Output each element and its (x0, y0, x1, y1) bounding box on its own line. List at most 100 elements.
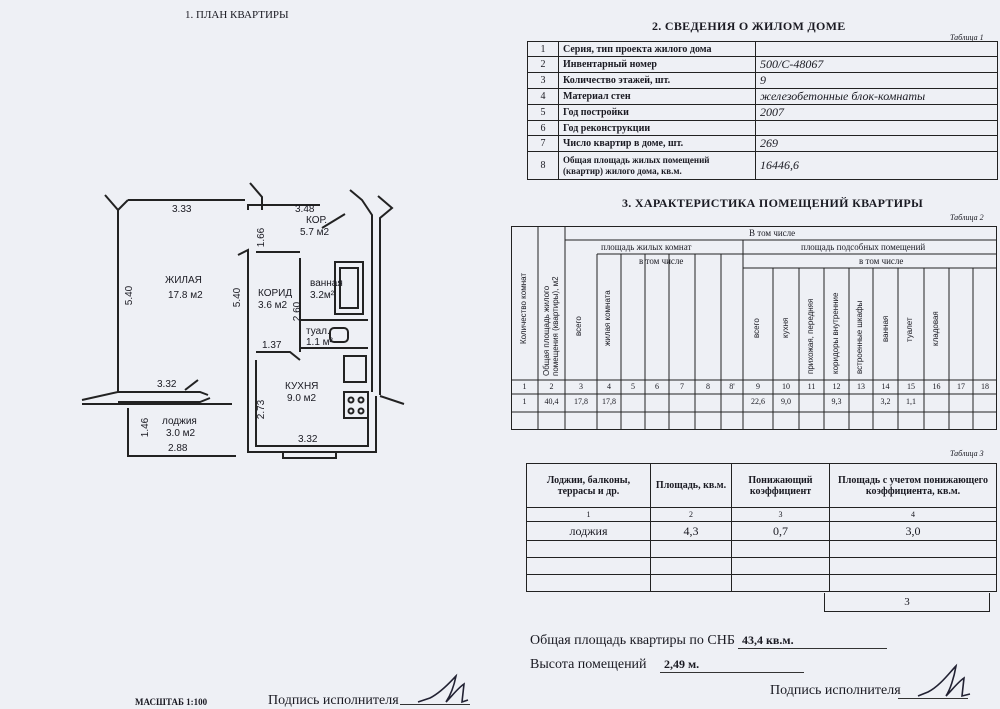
t3-header-4: Площадь с учетом понижающего коэффициент… (829, 463, 997, 508)
dim-332-bottom: 3.32 (298, 434, 318, 445)
t3-r1c1: лоджия (526, 521, 651, 541)
dim-273: 2.73 (256, 399, 268, 420)
t3-header-3: Понижающий коэффициент (731, 463, 830, 508)
t2-col-number: 6 (655, 382, 659, 391)
room-bath-area: 3.2м² (310, 290, 335, 301)
t2-col-number: 14 (881, 382, 890, 391)
t3-r1c2: 4,3 (650, 521, 732, 541)
t2-col-number: 11 (807, 382, 816, 391)
t2-col-hall: прихожая, передняя (806, 298, 815, 374)
t2-data-cell: 1 (522, 397, 527, 406)
t2-col-vsego2: всего (752, 318, 761, 338)
room-loggia-name: лоджия (162, 416, 197, 427)
t2-col-number: 8 (706, 382, 710, 391)
height-label: Высота помещений (530, 657, 647, 672)
t2-data-cell: 9,0 (781, 397, 791, 406)
t2-col-bath: ванная (881, 315, 890, 342)
table-row: Лоджии, балконы, террасы и др. Площадь, … (526, 463, 997, 508)
t2-col-vsego1: всего (574, 316, 583, 336)
t2-head-vtom: В том числе (749, 228, 796, 238)
section2-title: 2. СВЕДЕНИЯ О ЖИЛОМ ДОМЕ (652, 19, 846, 33)
t2-col-rooms: Количество комнат (519, 272, 528, 344)
t2-col-number: 3 (579, 382, 583, 391)
t2-col-kitchen: кухня (781, 317, 790, 338)
t2-col-toilet: туалет (905, 317, 914, 342)
room-toilet-name: туал. (306, 326, 330, 337)
t2-col-wardrobes: встроенные шкафы (855, 300, 864, 374)
table3-label: Таблица 3 (950, 449, 984, 458)
room-toilet-area: 1.1 м² (306, 337, 333, 348)
signature-line-left (400, 704, 470, 705)
t2-head-sub2: в том числе (859, 256, 904, 266)
t3-num-2: 2 (650, 507, 732, 522)
t3-total: 3 (824, 593, 990, 612)
t2-data-cell: 9,3 (831, 397, 842, 406)
t2-data-cell: 1,1 (906, 397, 916, 406)
t2-data-cell: 22,6 (751, 397, 765, 406)
table-row: лоджия 4,3 0,7 3,0 (526, 521, 997, 541)
room-kitchen-name: КУХНЯ (285, 381, 319, 392)
t2-col-number: 15 (907, 382, 915, 391)
t2-col-corridors: коридоры внутренние (831, 292, 840, 374)
room-living-area: 17.8 м2 (168, 290, 203, 301)
t3-header-1: Лоджии, балконы, террасы и др. (526, 463, 651, 508)
table-row (526, 540, 997, 558)
table-row (526, 574, 997, 592)
signature-label-left: Подпись исполнителя (268, 693, 399, 708)
t3-num-3: 3 (731, 507, 830, 522)
t2-head-living: площадь жилых комнат (601, 242, 692, 252)
room-living-name: ЖИЛАЯ (165, 275, 202, 286)
t2-col-number: 1 (522, 382, 527, 391)
plan-scale: МАСШТАБ 1:100 (135, 697, 208, 707)
dim-348: 3.48 (295, 204, 315, 215)
signature-label-right: Подпись исполнителя (770, 683, 901, 698)
t2-col-number: 16 (932, 382, 941, 391)
room-corridor-name: КОРИД (258, 288, 293, 299)
total-area-value: 43,4 кв.м. (738, 633, 887, 649)
t2-col-number: 5 (631, 382, 635, 391)
total-area-label: Общая площадь квартиры по СНБ (530, 633, 735, 648)
height-value: 2,49 м. (660, 657, 804, 673)
t3-r1c3: 0,7 (731, 521, 830, 541)
dim-333: 3.33 (172, 204, 192, 215)
room-loggia-area: 3.0 м2 (166, 428, 196, 439)
dim-146: 1.46 (140, 417, 152, 438)
dim-260: 2.60 (292, 301, 304, 322)
t2-head-sub1: в том числе (639, 256, 684, 266)
t2-data-cell: 3,2 (880, 397, 891, 406)
t2-col-storage: кладовая (931, 311, 940, 346)
t2-col-number: 7 (680, 382, 684, 391)
table1-label: Таблица 1 (950, 33, 984, 42)
table2-grid (511, 226, 997, 430)
room-kor-name: КОР. (306, 215, 328, 226)
dim-137: 1.37 (262, 340, 282, 351)
dim-288: 2.88 (168, 443, 188, 454)
t3-header-2: Площадь, кв.м. (650, 463, 732, 508)
dim-540-mid: 5.40 (232, 287, 244, 308)
t2-col-total: Общая площадь жилого помещения (квартиры… (542, 276, 560, 376)
t2-col-number: 12 (832, 382, 841, 391)
t2-data-cell: 17,8 (602, 397, 616, 406)
table2-label: Таблица 2 (950, 213, 984, 222)
t2-data-cell: 17,8 (574, 397, 588, 406)
room-kor-area: 5.7 м2 (300, 227, 330, 238)
section3-title: 3. ХАРАКТЕРИСТИКА ПОМЕЩЕНИЙ КВАРТИРЫ (622, 196, 924, 210)
t2-col-number: 4 (607, 382, 611, 391)
t3-r1c4: 3,0 (829, 521, 997, 541)
table2-subcols-right (798, 268, 974, 430)
loggia-table: Лоджии, балконы, террасы и др. Площадь, … (526, 463, 997, 592)
table-row (526, 557, 997, 575)
rooms-characteristics-table: В том числе площадь жилых комнат площадь… (511, 226, 997, 430)
t2-col-number: 9 (756, 382, 760, 391)
dim-166: 1.66 (256, 227, 268, 248)
plan-title: 1. ПЛАН КВАРТИРЫ (185, 9, 289, 21)
t2-col-number: 18 (981, 382, 989, 391)
signature-line-right (898, 698, 968, 699)
